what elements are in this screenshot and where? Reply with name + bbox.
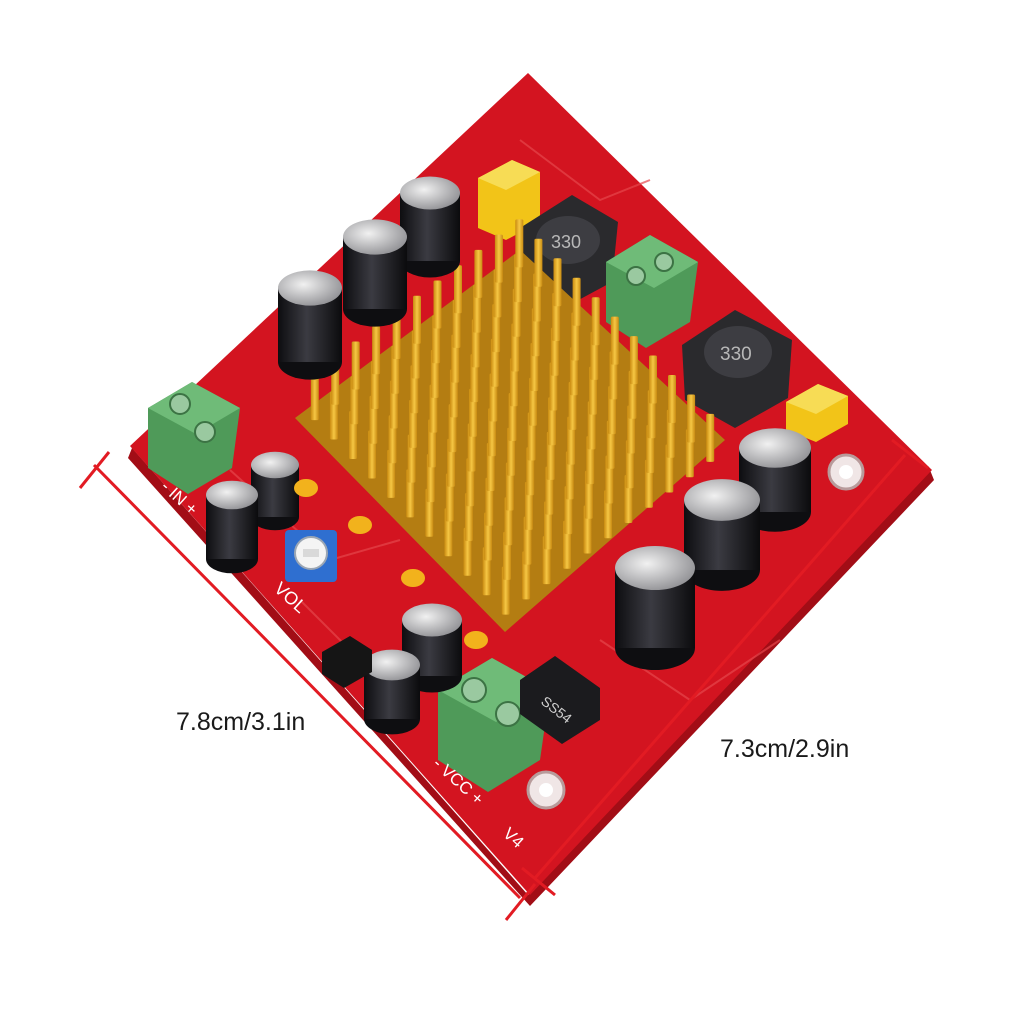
- smd-chip: [322, 636, 372, 688]
- length-dimension-label: 7.8cm/3.1in: [176, 708, 306, 736]
- heatsink-fin: [372, 326, 381, 375]
- schottky-diode: SS54: [520, 656, 600, 744]
- capacitor-top: [684, 479, 760, 521]
- jumper-block: [786, 384, 848, 442]
- capacitor-top: [278, 270, 342, 306]
- dimension-line-length: [78, 451, 537, 921]
- volume-potentiometer: [285, 530, 337, 582]
- svg-text:330: 330: [551, 232, 581, 252]
- capacitor-top: [739, 428, 811, 468]
- heatsink-fin: [629, 336, 638, 385]
- heatsink-fin: [474, 249, 483, 298]
- width-dimension-label: 7.3cm/2.9in: [720, 735, 850, 763]
- heatsink-fin: [413, 295, 421, 344]
- heatsink-fin: [454, 265, 462, 314]
- ceramic-capacitors: [294, 479, 488, 649]
- heatsink-fin: [668, 375, 676, 423]
- heatsink-fin: [494, 234, 503, 283]
- heatsink-fin: [649, 355, 657, 404]
- heatsink-fin: [310, 372, 319, 421]
- capacitor-top: [251, 451, 299, 479]
- heatsink-fin: [515, 219, 524, 268]
- heatsink: [295, 219, 725, 632]
- capacitor-top: [615, 546, 695, 590]
- capacitor-top: [206, 480, 258, 510]
- heatsink-fin: [553, 258, 562, 307]
- capacitor-top: [400, 176, 460, 210]
- heatsink-fin: [351, 341, 360, 390]
- capacitor-top: [343, 219, 407, 255]
- heatsink-fin: [534, 238, 543, 287]
- heatsink-fin: [687, 394, 696, 443]
- heatsink-fin: [433, 280, 442, 329]
- heatsink-fin: [706, 413, 715, 462]
- heatsink-fin: [392, 311, 401, 359]
- svg-text:330: 330: [720, 344, 752, 365]
- jumper-block: [478, 160, 540, 240]
- capacitor-top: [402, 603, 462, 637]
- inductor: 330: [682, 310, 792, 428]
- heatsink-fin: [591, 297, 600, 346]
- heatsink-fin: [610, 316, 619, 365]
- heatsink-fin: [572, 277, 581, 326]
- mounting-holes: [526, 453, 865, 810]
- capacitor-top: [364, 649, 420, 681]
- input-terminal: [148, 382, 240, 494]
- output-terminal: [606, 235, 698, 348]
- dimension-line-width: [521, 438, 929, 897]
- capacitor-group: [206, 176, 811, 735]
